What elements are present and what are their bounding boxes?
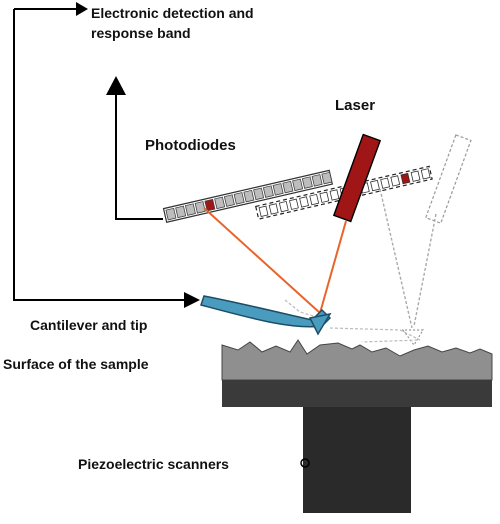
photodiode-cell (165, 207, 177, 221)
sample (221, 339, 493, 407)
photodiode-cell (380, 177, 391, 189)
photodiode-cell (301, 176, 313, 189)
photodiode-cell (299, 196, 309, 208)
photodiode-cell (400, 172, 411, 185)
sample-stage (222, 380, 492, 407)
piezo-scanner (303, 407, 411, 513)
photodiode-cell (420, 168, 431, 180)
photodiode-cell (268, 203, 279, 215)
photodiode-cell (184, 203, 196, 216)
photodiode-cell (204, 198, 216, 212)
surface-label: Surface of the sample (3, 356, 149, 372)
laser-label: Laser (335, 97, 376, 114)
photodiode-cell (329, 189, 340, 201)
photodiode-cell (410, 170, 421, 182)
cantilever-beam (200, 295, 332, 328)
photodiode-cell (223, 194, 235, 207)
photodiode-cell (258, 205, 269, 217)
laser-source (332, 133, 382, 223)
reflected-beam (203, 207, 321, 314)
photodiode-cell (278, 200, 289, 213)
photodiode-signal-arrow (106, 76, 126, 95)
sample-surface (221, 339, 493, 381)
photodiode-cell (262, 185, 274, 198)
ghost-beams (284, 188, 437, 347)
piezo-marker (300, 458, 310, 468)
loop-arrow-to-cantilever (184, 292, 200, 308)
photodiode-cell (309, 193, 320, 206)
laser-beams (203, 207, 347, 314)
photodiode-cell (194, 201, 206, 214)
photodiode-cell (175, 205, 187, 219)
photodiode-cell (214, 196, 226, 210)
photodiode-cell (370, 179, 380, 192)
photodiode-cell (289, 198, 299, 210)
photodiodes-label: Photodiodes (145, 137, 236, 154)
photodiode-cell (292, 178, 304, 192)
photodiode-cell (243, 189, 255, 203)
electronic-detection-label: Electronic detection and response band (91, 5, 254, 41)
ghost-laser (425, 134, 472, 224)
incident-beam (319, 220, 347, 314)
cantilever-tip (308, 312, 332, 336)
photodiode-cell (390, 175, 401, 187)
cantilever (200, 295, 332, 336)
loop-arrow-to-electronics (76, 2, 88, 16)
photodiode-cell (321, 171, 333, 185)
piezo-label: Piezoelectric scanners (78, 456, 229, 472)
photodiode-cell (272, 183, 284, 196)
photodiode-cell (233, 192, 245, 205)
feedback-loop (13, 2, 200, 308)
loop-left-line (13, 9, 185, 301)
photodiode-cell (282, 180, 294, 194)
photodiode-cell (311, 174, 323, 187)
photodiode-cell (253, 187, 265, 201)
cantilever-label: Cantilever and tip (30, 317, 148, 333)
photodiode-cell (319, 191, 330, 203)
photodiode-signal-line (115, 92, 163, 220)
